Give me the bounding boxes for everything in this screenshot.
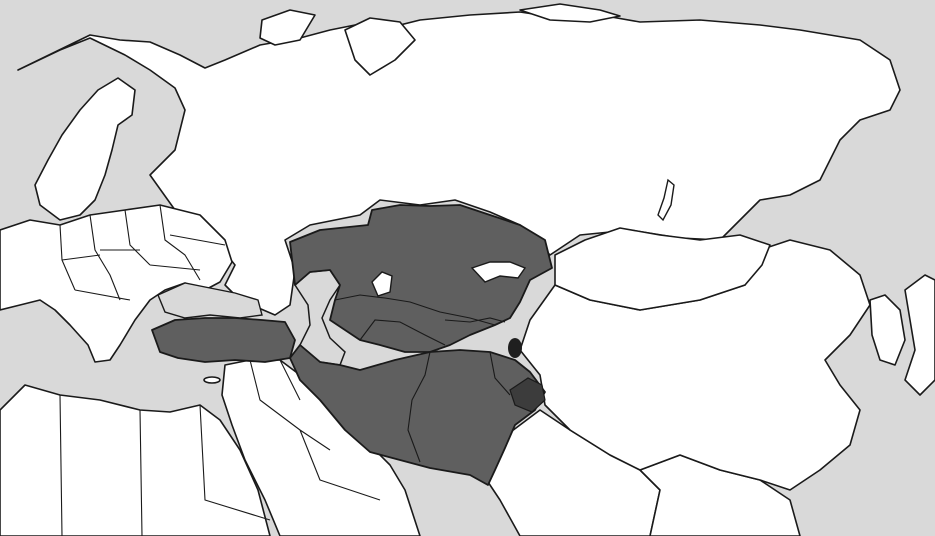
lake-baikal [657, 178, 675, 222]
arctic-islands-west [259, 9, 316, 46]
japan [904, 274, 935, 396]
black-sea [157, 282, 263, 319]
arctic-islands-east [519, 3, 621, 23]
korea [869, 294, 906, 366]
kashmir-dark-highlight [509, 377, 546, 413]
arctic-islands-central [344, 17, 416, 76]
europe-borders [59, 204, 226, 301]
highlight-internal-borders [334, 294, 511, 463]
cyprus [203, 376, 221, 384]
issyk-kul-dark-highlight [508, 338, 522, 358]
scandinavia [34, 77, 136, 221]
aral-sea [371, 271, 393, 297]
middle-east [221, 359, 421, 536]
turkey-highlight [151, 317, 296, 363]
lake-balkhash [470, 261, 527, 283]
africa-borders [59, 394, 271, 536]
middle-east-borders [249, 359, 381, 501]
mongolia [554, 227, 771, 311]
